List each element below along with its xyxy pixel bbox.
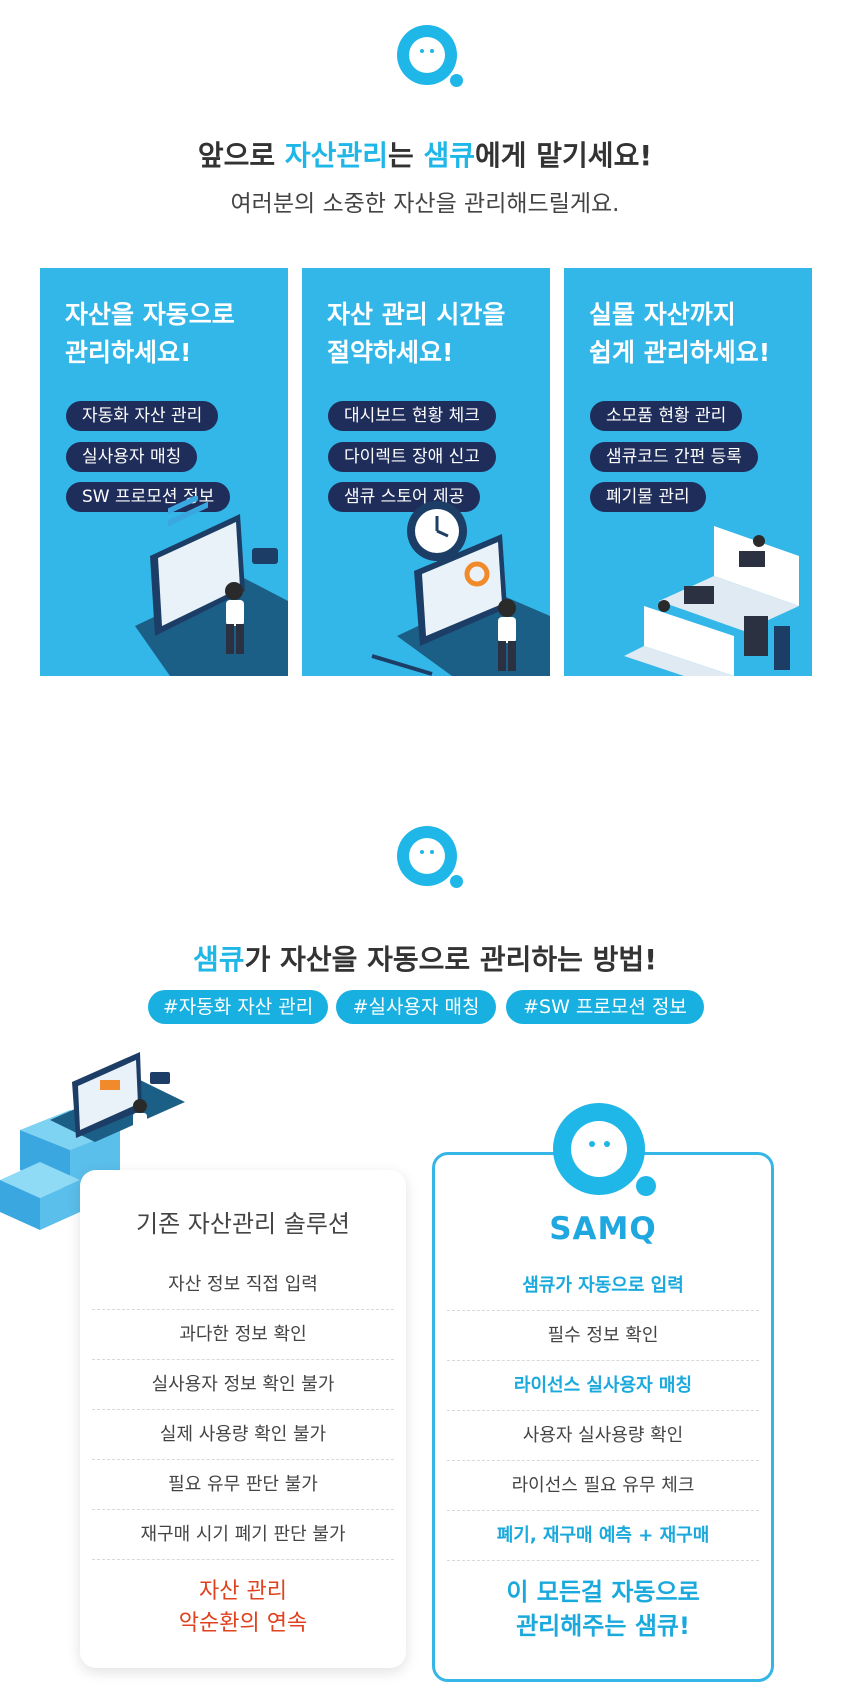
legacy-row: 과다한 정보 확인 xyxy=(92,1310,394,1360)
samq-row: 폐기, 재구매 예측 + 재구매 xyxy=(447,1511,759,1561)
legacy-conclusion: 자산 관리 악순환의 연속 xyxy=(178,1579,308,1636)
tag-sw-promotion-info: #SW 프로모션 정보 xyxy=(506,990,704,1024)
section2-headline: 샘큐가 자산을 자동으로 관리하는 방법! xyxy=(193,943,657,976)
legacy-solution-box: 기존 자산관리 솔루션 자산 정보 직접 입력 과다한 정보 확인 실사용자 정… xyxy=(80,1170,406,1668)
samq-row: 라이선스 실사용자 매칭 xyxy=(447,1361,759,1411)
card-pill: 폐기물 관리 xyxy=(590,482,706,512)
card-pill: 자동화 자산 관리 xyxy=(66,401,219,431)
feature-card-save-time: 자산 관리 시간을 절약하세요! 대시보드 현황 체크 다이렉트 장애 신고 샘… xyxy=(302,268,550,676)
legacy-row: 재구매 시기 폐기 판단 불가 xyxy=(92,1510,394,1560)
tag-auto-asset-management: #자동화 자산 관리 xyxy=(148,990,328,1024)
laptop-blocks-illustration xyxy=(0,1052,185,1230)
clock-laptop-illustration xyxy=(371,501,550,676)
legacy-solution-title: 기존 자산관리 솔루션 xyxy=(136,1210,350,1238)
office-isometric-illustration xyxy=(624,526,799,676)
legacy-row: 필요 유무 판단 불가 xyxy=(92,1460,394,1510)
card-pill: 소모품 현황 관리 xyxy=(590,401,743,431)
card-title: 실물 자산까지 쉽게 관리하세요! xyxy=(589,300,771,367)
card-pill: 샘큐코드 간편 등록 xyxy=(590,442,758,472)
card-pill: 대시보드 현황 체크 xyxy=(328,401,496,431)
card-pill: 다이렉트 장애 신고 xyxy=(328,442,496,472)
laptop-person-illustration xyxy=(135,496,288,676)
card-pill: 실사용자 매칭 xyxy=(66,442,198,472)
feature-card-physical-assets: 실물 자산까지 쉽게 관리하세요! 소모품 현황 관리 샘큐코드 간편 등록 폐… xyxy=(564,268,812,676)
legacy-row: 실제 사용량 확인 불가 xyxy=(92,1410,394,1460)
section1-subline: 여러분의 소중한 자산을 관리해드릴게요. xyxy=(230,191,620,217)
card-title: 자산 관리 시간을 절약하세요! xyxy=(327,300,506,367)
legacy-row: 실사용자 정보 확인 불가 xyxy=(92,1360,394,1410)
section1-headline: 앞으로 자산관리는 샘큐에게 맡기세요! xyxy=(197,139,653,172)
feature-card-auto-manage: 자산을 자동으로 관리하세요! 자동화 자산 관리 실사용자 매칭 SW 프로모… xyxy=(40,268,288,676)
legacy-row: 자산 정보 직접 입력 xyxy=(92,1260,394,1310)
samq-row: 필수 정보 확인 xyxy=(447,1311,759,1361)
samq-row: 샘큐가 자동으로 입력 xyxy=(447,1261,759,1311)
samq-row: 라이선스 필요 유무 체크 xyxy=(447,1461,759,1511)
card-title: 자산을 자동으로 관리하세요! xyxy=(65,300,235,367)
samq-solution-box: SAMQ 샘큐가 자동으로 입력 필수 정보 확인 라이선스 실사용자 매칭 사… xyxy=(432,1152,774,1682)
samq-row: 사용자 실사용량 확인 xyxy=(447,1411,759,1461)
samq-conclusion: 이 모든걸 자동으로 관리해주는 샘큐! xyxy=(506,1578,700,1640)
samq-title: SAMQ xyxy=(549,1211,657,1247)
tag-real-user-matching: #실사용자 매칭 xyxy=(336,990,496,1024)
